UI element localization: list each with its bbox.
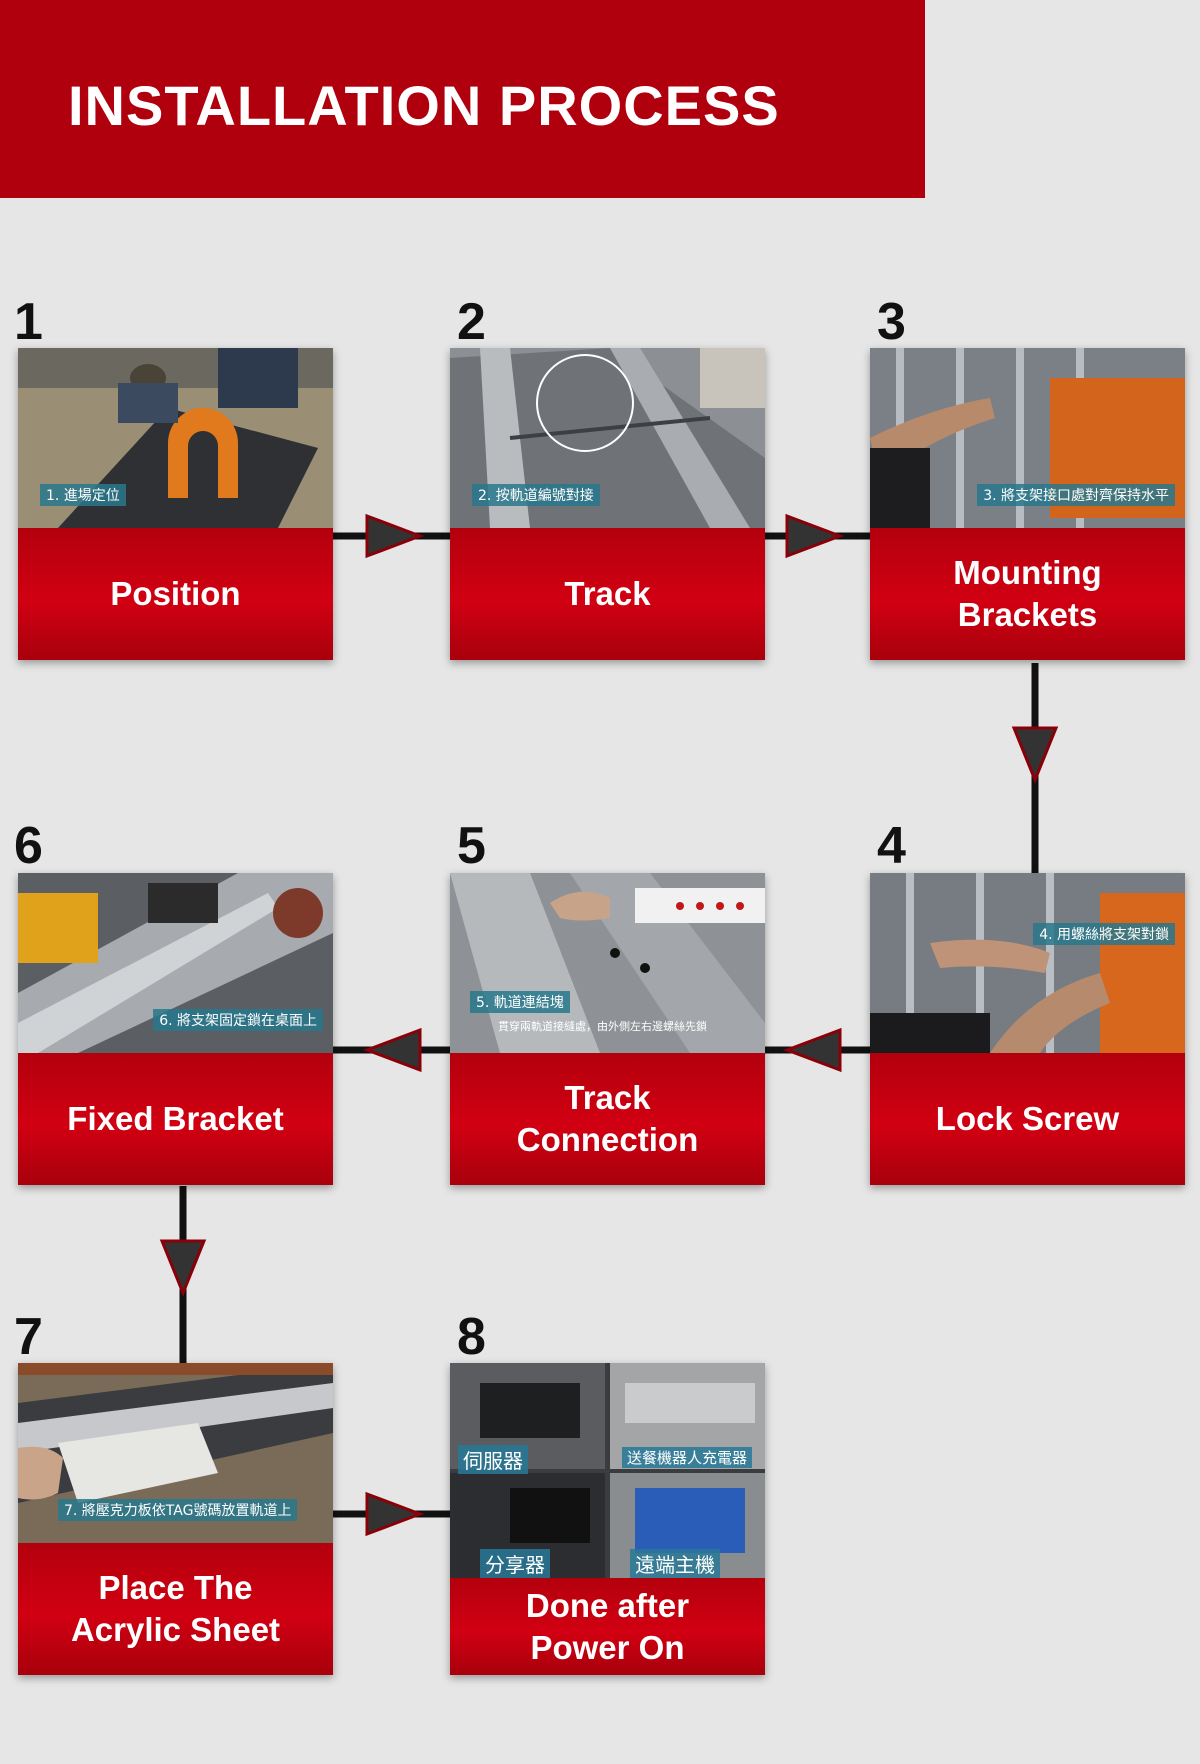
step-label-1: Position xyxy=(110,575,241,612)
step-card-4: 4. 用螺絲將支架對鎖 Lock Screw xyxy=(870,873,1185,1185)
arrow-right-1-2 xyxy=(365,513,425,559)
arrow-right-2-3 xyxy=(785,513,845,559)
step-caption-6: 6. 將支架固定鎖在桌面上 xyxy=(153,1009,323,1031)
step-card-1: 1. 進場定位 Position xyxy=(18,348,333,660)
step-photo-1: 1. 進場定位 xyxy=(18,348,333,528)
step-caption-5: 5. 軌道連結塊 xyxy=(470,991,570,1013)
step-label-box-1: Position xyxy=(18,528,333,660)
arrow-down-6-7 xyxy=(159,1239,207,1298)
step8-tag-remote-host: 遠端主機 xyxy=(630,1549,720,1578)
step-photo-4: 4. 用螺絲將支架對鎖 xyxy=(870,873,1185,1053)
step-label-box-6: Fixed Bracket xyxy=(18,1053,333,1185)
step-label-3: Mounting Brackets xyxy=(953,554,1102,633)
step-label-6: Fixed Bracket xyxy=(67,1100,284,1137)
step-number-5: 5 xyxy=(457,817,486,875)
step-label-2: Track xyxy=(564,575,651,612)
step-label-box-5: Track Connection xyxy=(450,1053,765,1185)
step-photo-3: 3. 將支架接口處對齊保持水平 xyxy=(870,348,1185,528)
step8-tag-robot-charger: 送餐機器人充電器 xyxy=(622,1447,753,1468)
step-photo-2: 2. 按軌道編號對接 xyxy=(450,348,765,528)
arrow-right-7-8 xyxy=(365,1491,425,1537)
page-title: INSTALLATION PROCESS xyxy=(68,74,780,137)
step-label-8: Done after Power On xyxy=(525,1586,690,1666)
step-photo-6: 6. 將支架固定鎖在桌面上 xyxy=(18,873,333,1053)
step-card-5: 5. 軌道連結塊 貫穿兩軌道接縫處，由外側左右邊螺絲先鎖 Track Conne… xyxy=(450,873,765,1185)
step-label-box-3: Mounting Brackets xyxy=(870,528,1185,660)
arrow-down-3-4 xyxy=(1011,726,1059,785)
step-label-5: Track Connection xyxy=(516,1079,699,1158)
step-label-7: Place The Acrylic Sheet xyxy=(70,1569,281,1648)
step-number-3: 3 xyxy=(877,293,906,351)
step-card-2: 2. 按軌道編號對接 Track xyxy=(450,348,765,660)
step-label-box-8: Done after Power On xyxy=(450,1578,765,1675)
step-label-box-4: Lock Screw xyxy=(870,1053,1185,1185)
step-subcaption-5: 貫穿兩軌道接縫處，由外側左右邊螺絲先鎖 xyxy=(498,1020,707,1033)
step-number-2: 2 xyxy=(457,293,486,351)
step-number-7: 7 xyxy=(14,1308,43,1366)
step-caption-1: 1. 進場定位 xyxy=(40,484,126,506)
step-card-7: 7. 將壓克力板依TAG號碼放置軌道上 Place The Acrylic Sh… xyxy=(18,1363,333,1675)
arrow-left-4-5 xyxy=(782,1027,842,1073)
step-label-box-7: Place The Acrylic Sheet xyxy=(18,1543,333,1675)
arrow-left-5-6 xyxy=(362,1027,422,1073)
step-label-box-2: Track xyxy=(450,528,765,660)
step-caption-4: 4. 用螺絲將支架對鎖 xyxy=(1033,923,1175,945)
header-banner: INSTALLATION PROCESS xyxy=(0,0,925,198)
step-caption-2: 2. 按軌道編號對接 xyxy=(472,484,600,506)
step-number-1: 1 xyxy=(14,293,43,351)
step-caption-7: 7. 將壓克力板依TAG號碼放置軌道上 xyxy=(58,1499,298,1521)
step-photo-5: 5. 軌道連結塊 貫穿兩軌道接縫處，由外側左右邊螺絲先鎖 xyxy=(450,873,765,1053)
step8-tag-server: 伺服器 xyxy=(458,1445,528,1474)
step-photo-8: 伺服器 送餐機器人充電器 分享器 遠端主機 xyxy=(450,1363,765,1578)
step-label-4: Lock Screw xyxy=(935,1100,1120,1137)
step-card-8: 伺服器 送餐機器人充電器 分享器 遠端主機 Done after Power O… xyxy=(450,1363,765,1675)
step-caption-3: 3. 將支架接口處對齊保持水平 xyxy=(977,484,1175,506)
step-card-6: 6. 將支架固定鎖在桌面上 Fixed Bracket xyxy=(18,873,333,1185)
step8-tag-router: 分享器 xyxy=(480,1549,550,1578)
step-card-3: 3. 將支架接口處對齊保持水平 Mounting Brackets xyxy=(870,348,1185,660)
step-number-6: 6 xyxy=(14,817,43,875)
step-photo-7: 7. 將壓克力板依TAG號碼放置軌道上 xyxy=(18,1363,333,1543)
step-number-4: 4 xyxy=(877,817,906,875)
step-number-8: 8 xyxy=(457,1308,486,1366)
